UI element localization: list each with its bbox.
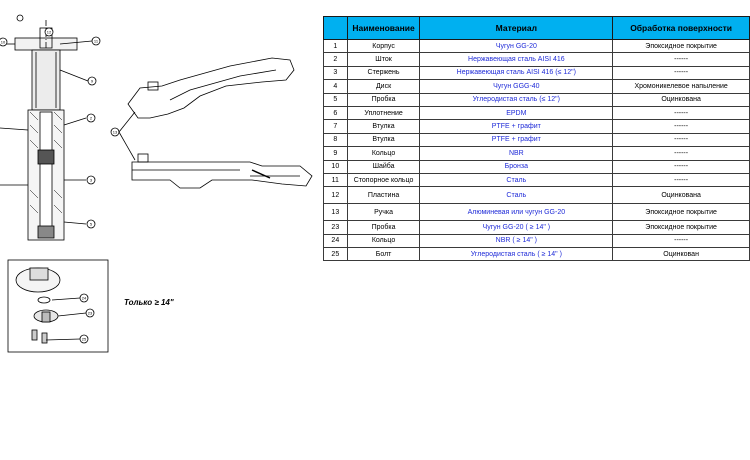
cell-finish: ------ (612, 146, 750, 161)
col-number (323, 16, 348, 40)
cell-name: Ручка (346, 203, 421, 222)
col-finish: Обработка поверхности (612, 16, 750, 40)
cell-name: Шток (346, 52, 421, 67)
col-name: Наименование (346, 16, 421, 40)
cell-finish: ------ (612, 65, 750, 81)
valve-drawing: 12 10 11 9 2 3 5 13 24 23 25 (0, 14, 313, 353)
cell-finish: Эпоксидное покрытие (612, 220, 750, 235)
cell-number: 12 (323, 186, 348, 205)
cell-finish: ------ (612, 159, 750, 174)
cell-material: Алюминевая или чугун GG-20 (419, 203, 614, 222)
col-material: Материал (419, 16, 614, 40)
cell-finish: ------ (612, 105, 750, 121)
cell-number: 25 (323, 247, 348, 262)
cell-number: 24 (323, 233, 348, 249)
cell-number: 6 (323, 105, 348, 121)
table-header-row: Наименование Материал Обработка поверхно… (323, 16, 750, 40)
cell-material: Чугун GG-20 (419, 38, 614, 54)
cell-finish: Оцинкована (612, 186, 750, 205)
cell-number: 8 (323, 132, 348, 148)
cell-number: 13 (323, 203, 348, 222)
cell-material: Углеродистая сталь (≤ 12") (419, 92, 614, 107)
cell-finish: Эпоксидное покрытие (612, 38, 750, 54)
cell-finish: Эпоксидное покрытие (612, 203, 750, 222)
cell-number: 23 (323, 220, 348, 235)
cell-name: Втулка (346, 132, 421, 148)
cell-name: Стержень (346, 65, 421, 81)
cell-name: Пробка (346, 92, 421, 107)
cell-name: Шайба (346, 159, 421, 174)
cell-number: 1 (323, 38, 348, 54)
cell-name: Болт (346, 247, 421, 262)
cell-name: Корпус (346, 38, 421, 54)
cell-material: EPDM (419, 105, 614, 121)
callout-12: 12 (47, 30, 52, 35)
callout-23: 23 (88, 311, 93, 316)
cell-number: 11 (323, 172, 348, 188)
cell-name: Уплотнение (346, 105, 421, 121)
cell-material: Углеродистая сталь ( ≥ 14" ) (419, 247, 614, 262)
cell-finish: ------ (612, 233, 750, 249)
cell-finish: ------ (612, 172, 750, 188)
callout-9: 9 (91, 79, 94, 84)
parts-table: Наименование Материал Обработка поверхно… (323, 16, 750, 262)
cell-name: Кольцо (346, 146, 421, 161)
callout-3: 3 (90, 178, 93, 183)
cell-name: Кольцо (346, 233, 421, 249)
callout-24: 24 (82, 296, 87, 301)
cell-number: 9 (323, 146, 348, 161)
cell-number: 7 (323, 119, 348, 134)
cell-material: Нержавеющая сталь AISI 416 (≤ 12") (419, 65, 614, 81)
cell-number: 10 (323, 159, 348, 174)
callout-13: 13 (113, 130, 118, 135)
cell-material: Чугун GG-20 ( ≥ 14" ) (419, 220, 614, 235)
callout-11: 11 (94, 39, 99, 44)
callout-5: 5 (90, 222, 93, 227)
callout-2: 2 (90, 116, 93, 121)
cell-material: Сталь (419, 186, 614, 205)
cell-material: PTFE + графит (419, 132, 614, 148)
cell-number: 2 (323, 52, 348, 67)
cell-name: Диск (346, 79, 421, 94)
size-note: Только ≥ 14" (124, 298, 174, 307)
cell-number: 5 (323, 92, 348, 107)
cell-finish: Хромоникелевое напыление (612, 79, 750, 94)
cell-number: 3 (323, 65, 348, 81)
cell-finish: Оцинкован (612, 247, 750, 262)
cell-material: Нержавеющая сталь AISI 416 (419, 52, 614, 67)
cell-material: NBR (419, 146, 614, 161)
cell-name: Пластина (346, 186, 421, 205)
cell-material: Сталь (419, 172, 614, 188)
cell-number: 4 (323, 79, 348, 94)
cell-finish: ------ (612, 119, 750, 134)
callout-25: 25 (82, 337, 87, 342)
callout-10: 10 (1, 40, 6, 45)
cell-finish: ------ (612, 132, 750, 148)
cell-finish: Оцинкована (612, 92, 750, 107)
cell-name: Пробка (346, 220, 421, 235)
cell-name: Стопорное кольцо (346, 172, 421, 188)
cell-name: Втулка (346, 119, 421, 134)
cell-material: NBR ( ≥ 14" ) (419, 233, 614, 249)
cell-material: Чугун GGG-40 (419, 79, 614, 94)
cell-material: Бронза (419, 159, 614, 174)
cell-finish: ------ (612, 52, 750, 67)
cell-material: PTFE + графит (419, 119, 614, 134)
